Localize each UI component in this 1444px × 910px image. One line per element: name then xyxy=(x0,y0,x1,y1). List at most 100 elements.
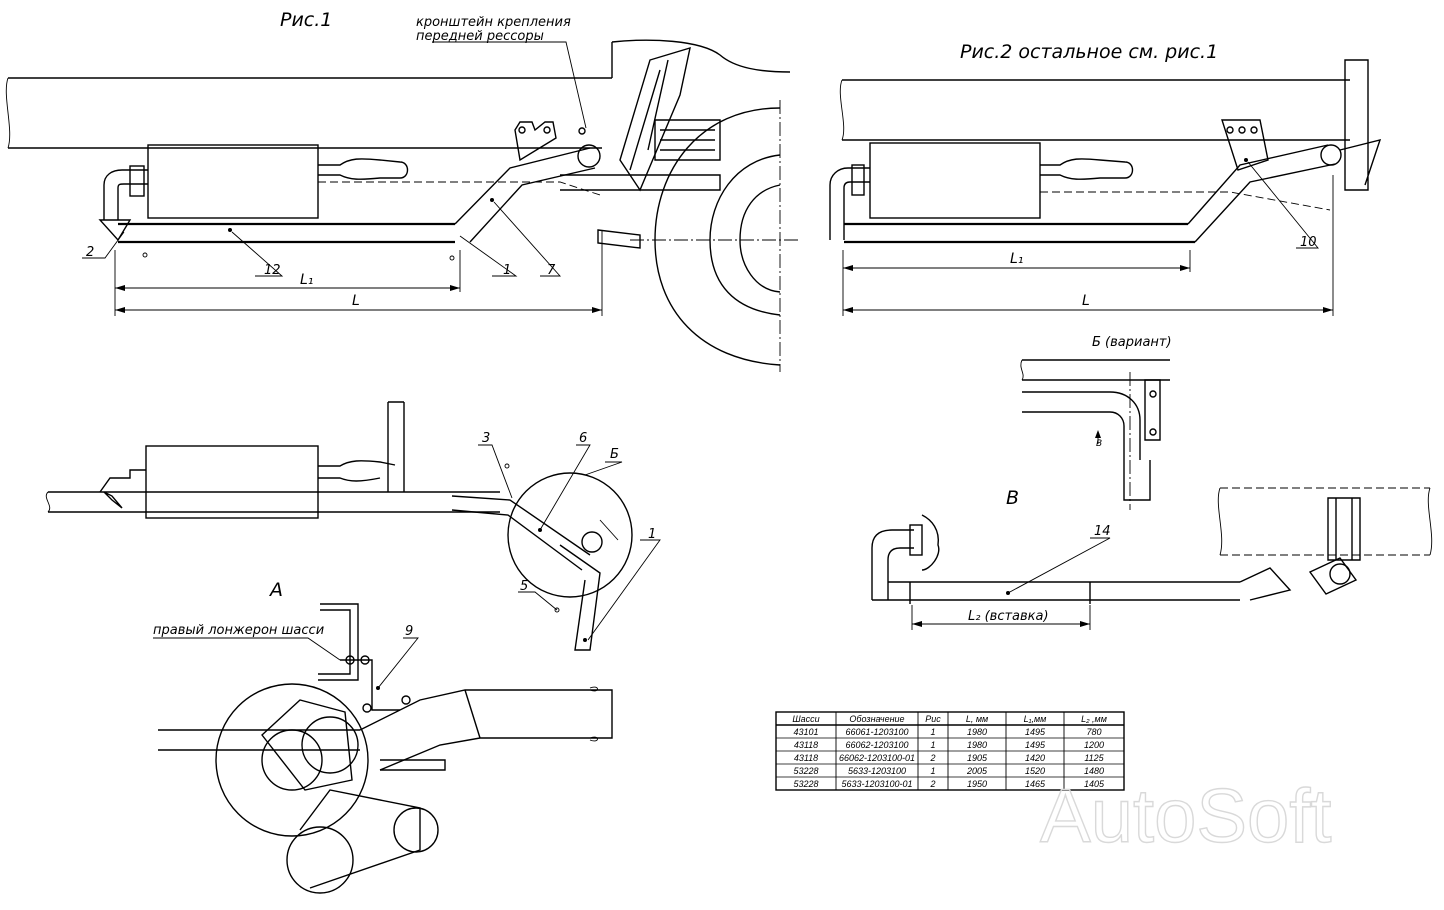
rising-pipe xyxy=(1187,144,1336,243)
leader-6 xyxy=(539,444,591,531)
leader-dot xyxy=(449,255,455,261)
frame-rail xyxy=(48,491,500,513)
spring-bracket-edges xyxy=(629,59,669,171)
table-cell: 1905 xyxy=(967,753,988,763)
view-b-section: 3 6 1 5 Б xyxy=(45,401,661,651)
muffler-body xyxy=(145,445,319,519)
bracket-bolt xyxy=(543,126,551,134)
leader-2 xyxy=(82,231,125,259)
pipe-roll xyxy=(393,807,439,853)
inlet-elbow xyxy=(103,169,148,220)
table-header-cell: L₁,мм xyxy=(1024,714,1047,724)
extension-lines xyxy=(114,230,603,316)
muffler-body xyxy=(147,144,319,219)
vertical-pipe xyxy=(387,401,405,492)
table-cell: 5633-1203100 xyxy=(848,766,906,776)
figure-2-title: Рис.2 остальное см. рис.1 xyxy=(960,41,1218,63)
table-cell: 1465 xyxy=(1025,779,1046,789)
view-a-title: А xyxy=(268,579,283,601)
hub-circle xyxy=(261,729,323,791)
pipe-cut xyxy=(1239,567,1292,601)
pipe-downturn xyxy=(559,544,601,651)
frame-break-line xyxy=(1020,359,1024,381)
dimension-lines xyxy=(843,267,1333,311)
pipe-joint xyxy=(464,689,481,739)
inlet-cut xyxy=(103,491,123,509)
bracket-bolt xyxy=(401,695,411,705)
bracket-bolt xyxy=(1238,126,1246,134)
bracket-note-line2: передней рессоры xyxy=(416,29,544,44)
muffler-outlet xyxy=(318,460,396,482)
view-v-title: В xyxy=(1006,487,1019,509)
section-mark-b: Б xyxy=(610,447,619,462)
main-pipe xyxy=(844,222,1195,244)
bracket-bolt xyxy=(345,655,355,665)
watermark: AutoSoft xyxy=(1040,774,1332,859)
table-cell: 1420 xyxy=(1025,753,1045,763)
insert-joints xyxy=(909,582,1091,604)
hidden-pipe xyxy=(318,181,601,196)
table-cell: 66061-1203100 xyxy=(845,727,908,737)
bracket-bolt xyxy=(578,127,586,135)
cab-outline xyxy=(611,39,791,78)
bracket-bolt xyxy=(518,126,526,134)
main-pipe xyxy=(118,222,455,244)
bracket-note-line1: кронштейн крепления xyxy=(416,15,571,30)
bracket-9 xyxy=(340,659,400,711)
callout-1: 1 xyxy=(503,263,511,278)
frame-rail xyxy=(842,79,1350,141)
pipe-end-section xyxy=(1308,557,1358,595)
leader-9 xyxy=(377,637,419,689)
main-pipe xyxy=(872,581,1240,601)
frame-rail xyxy=(1022,359,1170,381)
chassis-rail-section xyxy=(318,603,359,681)
table-header-cell: L, мм xyxy=(966,714,988,724)
frame-break-lines xyxy=(1217,487,1433,556)
dim-l-fig1: L xyxy=(352,293,360,309)
bracket-bolt xyxy=(1250,126,1258,134)
wheel-centerlines xyxy=(630,100,800,372)
exhaust-pipe-upper xyxy=(359,689,613,771)
callout-5: 5 xyxy=(520,579,528,594)
frame-break-line xyxy=(5,77,11,149)
variant-b: Б (вариант) В xyxy=(1020,335,1172,510)
figure-2: Рис.2 остальное см. рис.1 10 L₁ L xyxy=(829,41,1382,316)
detail-circle-b xyxy=(507,472,633,598)
frame-section xyxy=(921,514,940,571)
table-cell: 1980 xyxy=(967,727,987,737)
table-cell: 1520 xyxy=(1025,766,1045,776)
table-cell: 5633-1203100-01 xyxy=(841,779,912,789)
pipe-roll xyxy=(301,716,359,774)
muffler-body xyxy=(869,142,1041,219)
pipe-end xyxy=(577,144,601,168)
axle-stub xyxy=(597,229,641,249)
frame-break-line xyxy=(45,491,51,513)
table-cell: 1 xyxy=(930,766,935,776)
table-cell: 1495 xyxy=(1025,727,1046,737)
callout-7: 7 xyxy=(547,263,556,278)
dim-l1-fig2: L₁ xyxy=(1010,251,1023,267)
pipe-bracket-plate xyxy=(1221,119,1269,171)
pipe-cut-end xyxy=(98,219,132,242)
callout-10: 10 xyxy=(1300,235,1317,250)
table-cell: 1200 xyxy=(1084,740,1104,750)
wheel-hub xyxy=(739,184,781,293)
bracket-bolt xyxy=(1226,126,1234,134)
view-v: В 14 L₂ (вставка) xyxy=(871,487,1433,630)
callout-1b: 1 xyxy=(648,527,656,542)
leader-dot xyxy=(583,638,587,642)
hex-clamp xyxy=(261,699,353,791)
right-rail-note: правый лонжерон шасси xyxy=(153,623,324,638)
inlet-flange xyxy=(909,524,923,556)
pipe-end xyxy=(1320,144,1342,166)
table-cell: 780 xyxy=(1086,727,1101,737)
leader-1 xyxy=(459,235,518,277)
leader-dot xyxy=(554,607,560,613)
bracket-bolt xyxy=(1149,390,1157,398)
leader-10 xyxy=(1247,161,1319,249)
pipe-end xyxy=(581,531,603,553)
leader-dot xyxy=(228,228,232,232)
leader-14 xyxy=(1007,537,1111,594)
